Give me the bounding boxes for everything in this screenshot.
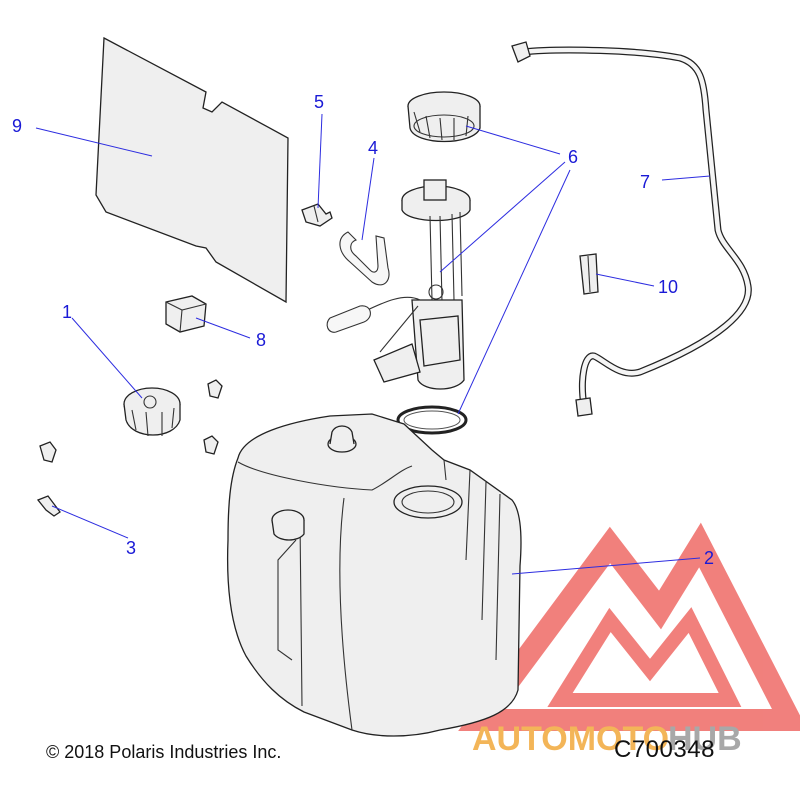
callout-9: 9 bbox=[12, 116, 22, 136]
callout-3: 3 bbox=[126, 538, 136, 558]
callout-7: 7 bbox=[640, 172, 650, 192]
watermark-text-automoto: AUTOMOTO bbox=[472, 720, 669, 758]
callout-2: 2 bbox=[704, 548, 714, 568]
part-9-pad bbox=[95, 36, 289, 304]
watermark-text-hub: HUB bbox=[668, 720, 742, 758]
leader-lines bbox=[35, 113, 711, 575]
watermark-logo: AUTOMOTO HUB bbox=[458, 522, 800, 758]
diagram-code: C700348 bbox=[614, 736, 715, 763]
part-2-fuel-tank bbox=[227, 413, 522, 737]
callout-1: 1 bbox=[62, 302, 72, 322]
part-8-bumper bbox=[165, 295, 207, 333]
copyright-text: © 2018 Polaris Industries Inc. bbox=[46, 742, 282, 762]
callout-5: 5 bbox=[314, 92, 324, 112]
callout-6: 6 bbox=[568, 147, 578, 167]
part-3-bolts bbox=[36, 379, 223, 517]
callout-4: 4 bbox=[368, 138, 378, 158]
callout-8: 8 bbox=[256, 330, 266, 350]
part-6-lock-ring bbox=[407, 91, 481, 143]
part-4-hose bbox=[339, 231, 390, 286]
part-6-seal bbox=[396, 405, 468, 435]
part-1-fuel-cap bbox=[123, 387, 181, 437]
part-5-fitting bbox=[301, 203, 333, 227]
callout-10: 10 bbox=[658, 277, 678, 297]
part-10-clip bbox=[579, 253, 599, 295]
part-6-fuel-pump bbox=[326, 179, 471, 390]
part-7-vent-line bbox=[511, 41, 752, 417]
